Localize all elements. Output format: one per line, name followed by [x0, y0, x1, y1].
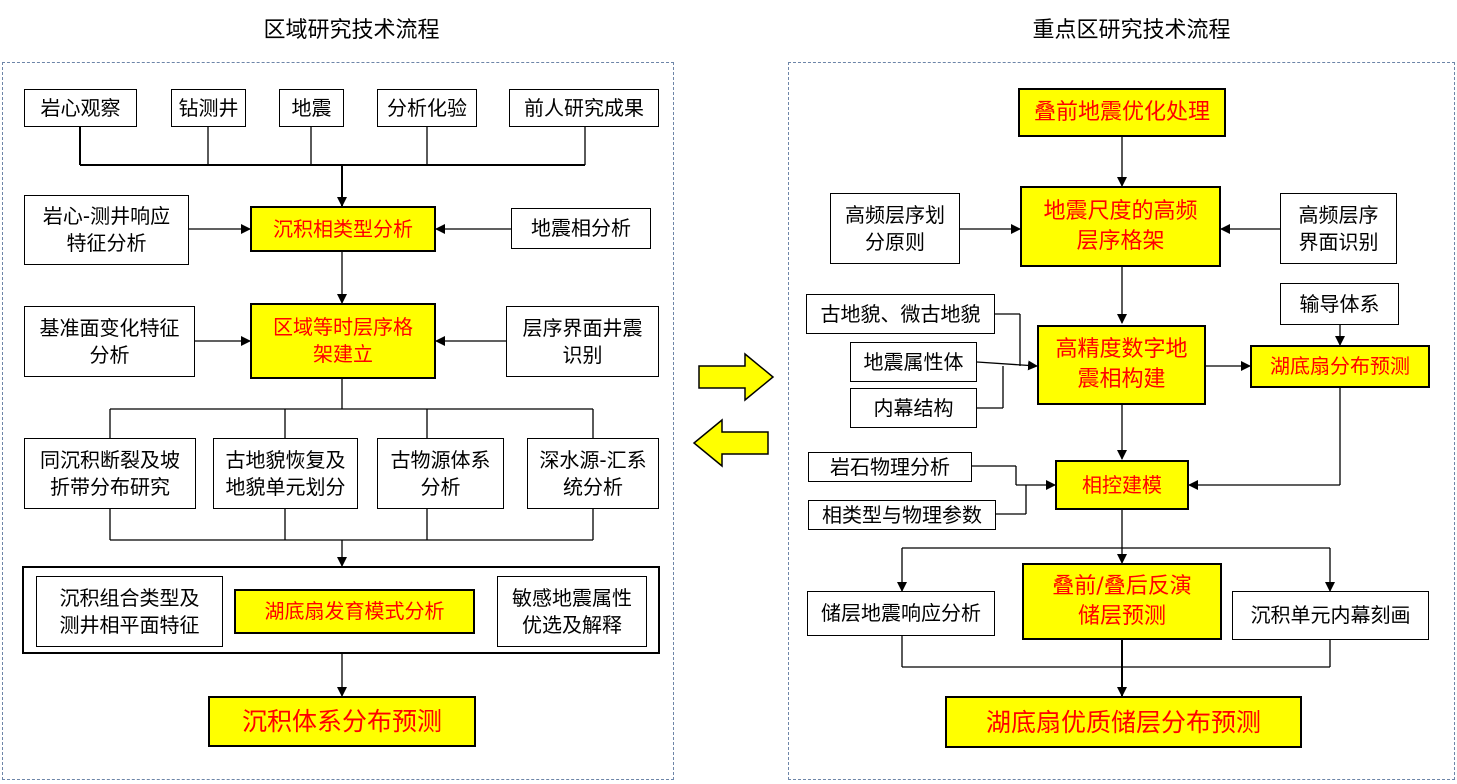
facies-params-box: 相类型与物理参数: [808, 500, 996, 530]
seismic-facies-analysis-box: 地震相分析: [511, 208, 651, 249]
digital-facies-box: 高精度数字地 震相构建: [1037, 325, 1206, 405]
study-paleogeomorph-box: 古地貌恢复及 地貌单元划分: [213, 438, 358, 509]
hf-framework-box: 地震尺度的高频 层序格架: [1020, 186, 1221, 267]
reservoir-response-box: 储层地震响应分析: [807, 591, 995, 636]
left-panel: [2, 62, 674, 780]
input-previous-research: 前人研究成果: [509, 89, 659, 127]
prestack-optimization-box: 叠前地震优化处理: [1018, 88, 1226, 137]
arrow-right-icon: [698, 352, 775, 402]
fan-model-analysis-box: 湖底扇发育模式分析: [234, 589, 475, 634]
rock-physics-box: 岩石物理分析: [808, 452, 972, 482]
boundary-well-seismic-box: 层序界面井震 识别: [506, 306, 659, 377]
right-panel: [788, 62, 1455, 780]
input-lab-analysis: 分析化验: [377, 89, 477, 127]
arrow-left-icon: [692, 418, 769, 468]
fan-model-group: [22, 566, 660, 654]
hf-division-principle-box: 高频层序划 分原则: [830, 193, 960, 264]
input-well-logging: 钻测井: [171, 89, 246, 127]
paleogeomorph-box: 古地貌、微古地貌: [806, 294, 995, 334]
facies-modeling-box: 相控建模: [1055, 460, 1189, 510]
input-seismic: 地震: [279, 89, 344, 127]
quality-prediction-box: 湖底扇优质储层分布预测: [945, 696, 1302, 748]
internal-structure-box: 内幕结构: [850, 388, 977, 428]
study-fault-slope-box: 同沉积断裂及坡 折带分布研究: [24, 438, 196, 509]
facies-type-analysis-box: 沉积相类型分析: [250, 206, 436, 252]
study-provenance-box: 古物源体系 分析: [377, 438, 504, 509]
study-source-sink-box: 深水源-汇系 统分析: [527, 438, 659, 509]
fan-prediction-box: 湖底扇分布预测: [1250, 345, 1430, 388]
left-panel-title: 区域研究技术流程: [263, 18, 440, 43]
right-panel-title: 重点区研究技术流程: [1032, 18, 1231, 43]
input-core-observation: 岩心观察: [24, 89, 137, 127]
assemblage-features-box: 沉积组合类型及 测井相平面特征: [36, 576, 223, 647]
core-log-response-box: 岩心-测井响应 特征分析: [24, 195, 189, 265]
hf-boundary-id-box: 高频层序 界面识别: [1280, 193, 1397, 264]
base-level-analysis-box: 基准面变化特征 分析: [24, 306, 195, 377]
transport-system-box: 输导体系: [1280, 283, 1399, 325]
system-prediction-box: 沉积体系分布预测: [208, 696, 476, 747]
attribute-volume-box: 地震属性体: [850, 342, 977, 382]
attribute-selection-box: 敏感地震属性 优选及解释: [497, 576, 647, 647]
isochronous-framework-box: 区域等时层序格 架建立: [250, 303, 436, 379]
unit-characterization-box: 沉积单元内幕刻画: [1232, 591, 1429, 640]
inversion-box: 叠前/叠后反演 储层预测: [1022, 563, 1222, 640]
